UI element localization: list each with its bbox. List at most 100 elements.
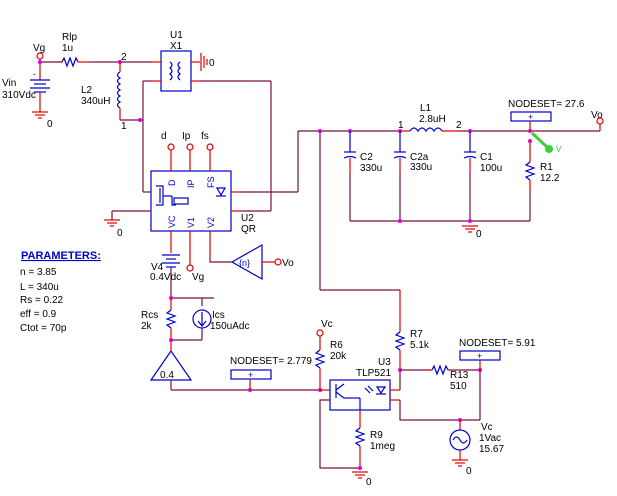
- r1-value: 12.2: [540, 173, 560, 184]
- ics-value: 150uAdc: [210, 321, 249, 332]
- l2-name: L2: [81, 85, 93, 96]
- l1-node2: 2: [456, 120, 462, 131]
- l1-node1: 1: [398, 120, 404, 131]
- vg-terminal-bottom[interactable]: [186, 264, 194, 272]
- l2-inductor[interactable]: [116, 62, 122, 120]
- ip-terminal[interactable]: [186, 143, 194, 151]
- v4-name: V4: [151, 262, 164, 273]
- c2a-value: 330u: [410, 162, 432, 173]
- u1-name: U1: [170, 30, 183, 41]
- c2-capacitor[interactable]: [343, 131, 357, 221]
- u3-name: U3: [378, 357, 391, 368]
- d-terminal[interactable]: [167, 143, 175, 151]
- parameters-title: PARAMETERS:: [21, 250, 101, 262]
- r7-value: 5.1k: [410, 340, 430, 351]
- rcs-value: 2k: [141, 321, 153, 332]
- ground-icon: [352, 471, 368, 479]
- ics-current-source[interactable]: [192, 298, 212, 340]
- gnd-label: 0: [366, 477, 372, 488]
- l1-name: L1: [420, 103, 432, 114]
- u3-optocoupler[interactable]: [320, 379, 400, 411]
- u2-pin-ip: IP: [186, 179, 196, 188]
- param-item: Ctot = 70p: [20, 323, 67, 334]
- probe-label: V: [556, 145, 562, 154]
- ground-icon: [104, 211, 120, 227]
- u1-transformer[interactable]: [143, 50, 208, 92]
- r1-resistor[interactable]: [524, 141, 536, 221]
- param-item: Rs = 0.22: [20, 295, 64, 306]
- gnd-label: 0: [476, 229, 482, 240]
- nodeset-feedback-label: NODESET= 2.779: [230, 356, 312, 367]
- u2-value: QR: [241, 224, 256, 235]
- gnd-label: 0: [466, 466, 472, 477]
- c1-value: 100u: [480, 163, 502, 174]
- vo-gain-label: Vo: [282, 258, 294, 269]
- rlp-resistor[interactable]: [58, 56, 90, 68]
- u2-name: U2: [241, 213, 254, 224]
- vin-source[interactable]: -: [30, 64, 50, 112]
- nodeset-feedback-marker[interactable]: +: [230, 369, 272, 390]
- c2a-name: C2a: [410, 152, 429, 163]
- gain-n-label: {n}: [239, 258, 250, 268]
- vc-src-dc: 15.67: [479, 444, 504, 455]
- vin-value: 310Vdc: [2, 90, 36, 101]
- nodeset-opto-label: NODESET= 5.91: [459, 338, 536, 349]
- v4-source[interactable]: [162, 254, 180, 298]
- parameters-block: PARAMETERS: n = 3.85 L = 340u Rs = 0.22 …: [20, 250, 101, 334]
- vc-label: Vc: [321, 319, 333, 330]
- fs-label: fs: [201, 131, 209, 142]
- u2-pin-v2: V2: [206, 217, 216, 228]
- fs-terminal[interactable]: [206, 143, 214, 151]
- v4-value: 0.4Vdc: [150, 272, 181, 283]
- vc-terminal[interactable]: [316, 329, 324, 337]
- rlp-value: 1u: [62, 43, 73, 54]
- c2a-capacitor[interactable]: [393, 131, 407, 221]
- vc-src-ac: 1Vac: [479, 433, 501, 444]
- param-item: L = 340u: [20, 282, 59, 293]
- u2-pin-fs: FS: [206, 176, 216, 188]
- l1-value: 2.8uH: [419, 114, 446, 125]
- node1-label: 1: [121, 121, 127, 132]
- gain-n-block[interactable]: [230, 243, 275, 281]
- vg-bottom-label: Vg: [192, 272, 204, 283]
- r9-value: 1meg: [370, 441, 395, 452]
- r13-value: 510: [450, 381, 467, 392]
- c1-capacitor[interactable]: [463, 131, 477, 221]
- r6-resistor[interactable]: [314, 336, 326, 390]
- u1-gnd-label: 0: [209, 58, 215, 69]
- u3-value: TLP521: [356, 368, 391, 379]
- ics-name: Ics: [212, 310, 225, 321]
- u2-pin-v1: V1: [186, 217, 196, 228]
- ground-icon: [452, 459, 468, 467]
- r9-name: R9: [370, 430, 383, 441]
- r6-name: R6: [330, 340, 343, 351]
- r6-value: 20k: [330, 351, 347, 362]
- vc-ac-source[interactable]: [449, 420, 471, 460]
- vo-label: Vo: [591, 110, 603, 121]
- d-label: d: [161, 131, 167, 142]
- l1-inductor[interactable]: [400, 127, 460, 133]
- r13-name: R13: [450, 370, 469, 381]
- vo-terminal-gain[interactable]: [274, 258, 282, 266]
- svg-text:+: +: [477, 351, 482, 361]
- voltage-probe[interactable]: [530, 131, 553, 153]
- c2-value: 330u: [360, 163, 382, 174]
- node2-label: 2: [121, 52, 127, 63]
- nodeset-opto-marker[interactable]: +: [459, 350, 501, 370]
- u2-controller[interactable]: [112, 150, 298, 265]
- gnd-label: 0: [47, 119, 53, 130]
- nodeset-output-label: NODESET= 27.6: [508, 99, 585, 110]
- u2-pin-vc: VC: [167, 215, 177, 228]
- vg-label: Vg: [33, 43, 45, 54]
- rcs-resistor[interactable]: [165, 298, 177, 340]
- r7-resistor[interactable]: [394, 330, 406, 370]
- nodeset-output-marker[interactable]: +: [510, 111, 552, 131]
- ip-label: Ip: [182, 131, 191, 142]
- c1-name: C1: [480, 152, 493, 163]
- r9-resistor[interactable]: [354, 410, 366, 468]
- ground-icon: [462, 225, 478, 233]
- vo-terminal[interactable]: [596, 117, 604, 125]
- r13-resistor[interactable]: [425, 364, 480, 376]
